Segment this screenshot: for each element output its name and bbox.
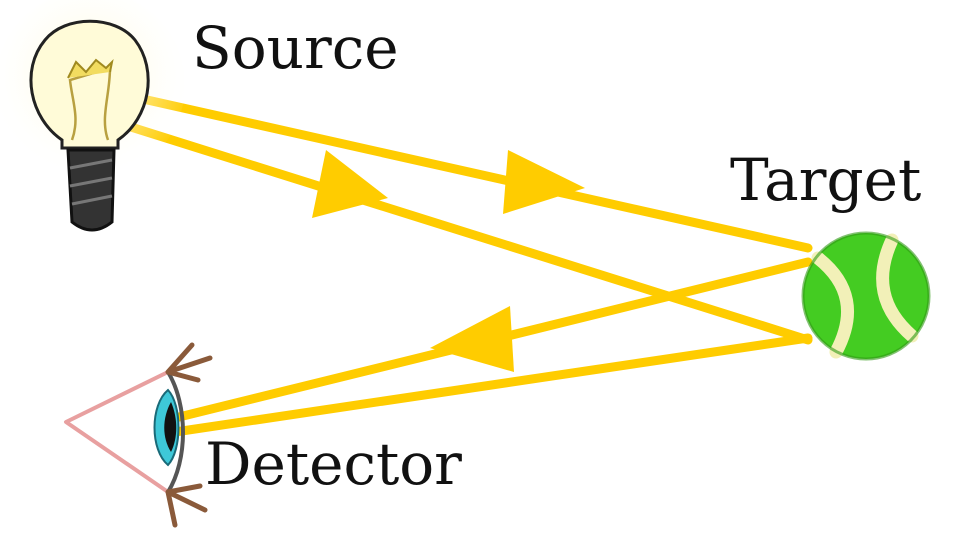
detector-label: Detector xyxy=(205,430,462,498)
ray-arrowheads xyxy=(312,150,585,372)
arrowhead-lower-right xyxy=(312,150,388,218)
tennis-ball-icon xyxy=(801,231,931,361)
reflected-ray-lower xyxy=(170,333,813,437)
arrowhead-lower-left xyxy=(430,306,514,372)
incident-ray-lower xyxy=(110,117,813,345)
light-bulb-icon xyxy=(0,0,185,232)
target-label: Target xyxy=(730,146,921,214)
light-rays xyxy=(110,90,813,437)
incident-ray-upper xyxy=(120,90,813,253)
arrowhead-upper-right xyxy=(503,150,585,214)
source-label: Source xyxy=(192,14,399,82)
eye-icon xyxy=(64,342,213,528)
